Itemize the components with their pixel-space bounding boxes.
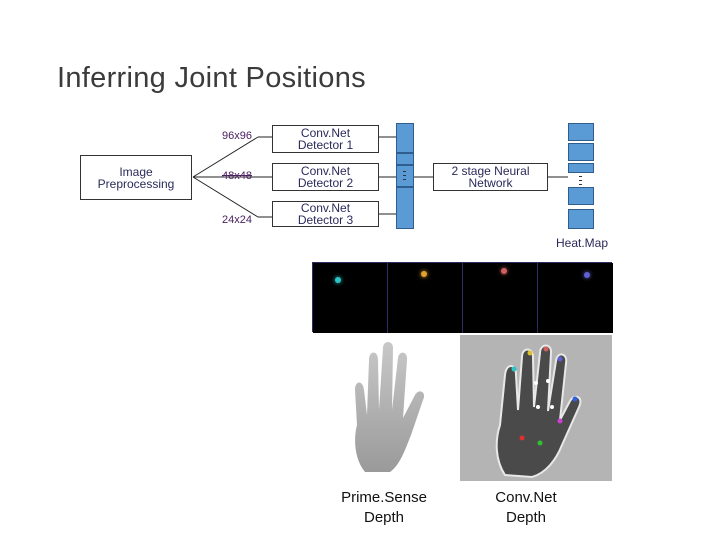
output-stack-block — [568, 123, 594, 141]
heatmap-panel-4 — [538, 263, 613, 333]
detector-box-3: Conv.Net Detector 3 — [272, 201, 379, 227]
heatmap-peak — [501, 268, 507, 274]
feature-stack-block-3 — [396, 165, 414, 187]
feature-concat-stack — [396, 123, 414, 229]
heatmap-strip — [312, 262, 613, 333]
feature-stack-dot — [403, 175, 406, 176]
convnet-caption-line2: Depth — [505, 509, 547, 526]
heatmap-panel-1 — [313, 263, 388, 333]
feature-stack-block-1 — [396, 123, 414, 153]
convnet-depth-image — [460, 335, 612, 481]
preprocessing-label-line1: Image — [119, 164, 153, 179]
output-stack-dot — [579, 176, 582, 177]
feature-stack-block-4 — [396, 187, 414, 229]
neural-network-line2: Network — [468, 176, 513, 190]
heatmap-panel-2 — [388, 263, 463, 333]
heatmap-peak — [335, 277, 341, 283]
heatmap-panel-3 — [463, 263, 538, 333]
heatmap-label: Heat.Map — [556, 236, 609, 250]
neural-network-box: 2 stage Neural Network — [433, 163, 548, 191]
detector-box-1: Conv.Net Detector 1 — [272, 125, 379, 153]
resolution-label-48: 48x48 — [222, 170, 252, 182]
primesense-caption-line1: Prime.Sense — [341, 489, 427, 506]
heatmap-peak — [421, 271, 427, 277]
feature-stack-block-2 — [396, 153, 414, 165]
feature-stack-dot — [403, 179, 406, 180]
primesense-caption-line2: Depth — [363, 509, 405, 526]
detector-1-line1: Conv.Net — [300, 126, 351, 140]
output-stack-block — [568, 163, 594, 173]
convnet-caption-line1: Conv.Net — [495, 489, 557, 506]
output-stack-block — [568, 187, 594, 205]
detector-2-line1: Conv.Net — [300, 164, 351, 178]
detector-1-line2: Detector 1 — [297, 138, 354, 152]
detector-3-line1: Conv.Net — [300, 201, 351, 215]
output-stack-dot — [579, 184, 582, 185]
detector-2-line2: Detector 2 — [297, 176, 354, 190]
feature-stack-dot — [403, 171, 406, 172]
output-stack-dot — [579, 180, 582, 181]
preprocessing-label-line2: Preprocessing — [97, 176, 175, 191]
neural-network-line1: 2 stage Neural — [451, 164, 530, 178]
detector-box-2: Conv.Net Detector 2 — [272, 163, 379, 191]
output-stack-block — [568, 143, 594, 161]
output-stack — [568, 123, 594, 229]
detector-3-line2: Detector 3 — [297, 213, 354, 227]
convnet-caption: Conv.Net Depth — [474, 488, 578, 528]
primesense-depth-image — [355, 342, 425, 472]
resolution-label-24: 24x24 — [222, 214, 252, 226]
preprocessing-box: Image Preprocessing — [80, 155, 192, 200]
primesense-caption: Prime.Sense Depth — [326, 488, 442, 528]
output-stack-block — [568, 209, 594, 229]
slide-title: Inferring Joint Positions — [57, 62, 366, 94]
heatmap-peak — [584, 272, 590, 278]
resolution-label-96: 96x96 — [222, 130, 252, 142]
